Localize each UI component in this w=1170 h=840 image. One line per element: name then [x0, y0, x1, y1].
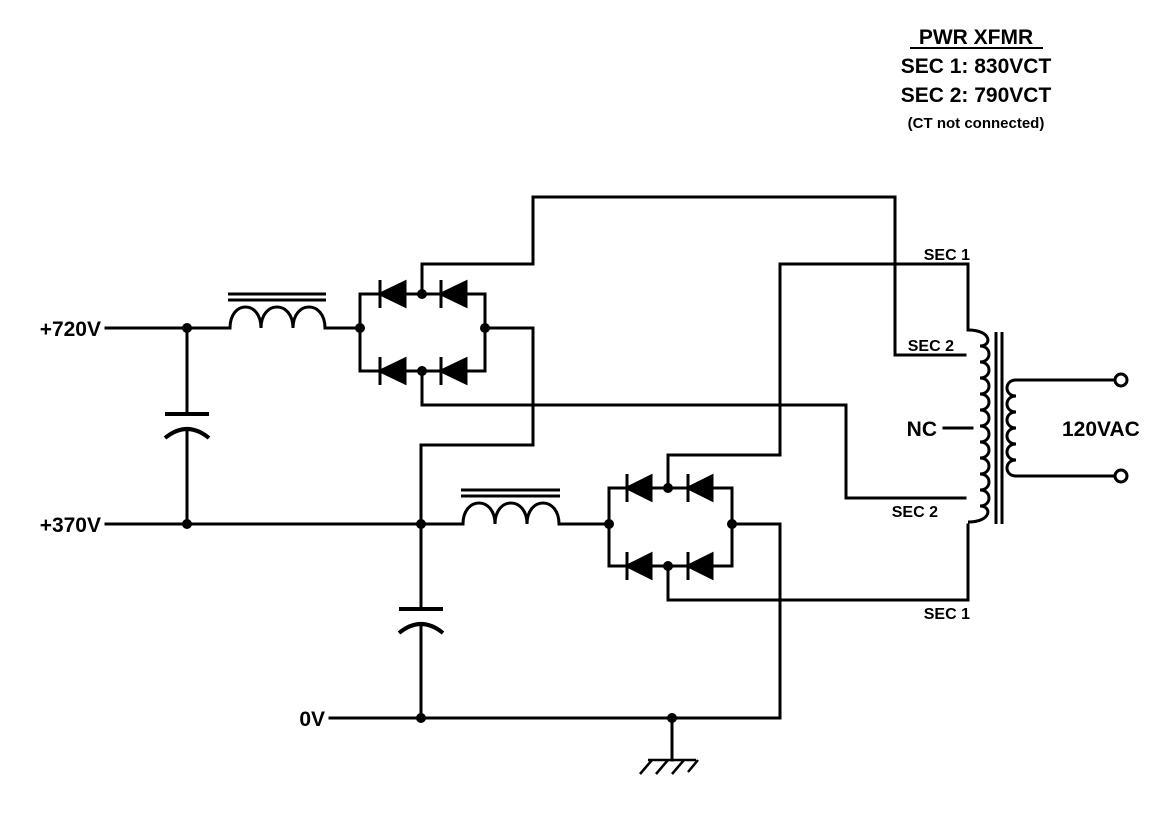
wire-bridge2-neg-to-0v [730, 522, 782, 720]
bridge1-left-rail [358, 292, 382, 373]
node-labels: +720V +370V 0V SEC 1 SEC 2 NC SEC 2 SEC … [40, 247, 1140, 731]
junction-c1-bottom [182, 519, 192, 529]
diode-b2-bottom-right [684, 551, 714, 581]
label-sec2-bottom: SEC 2 [892, 504, 938, 521]
label-370v: +370V [40, 514, 101, 537]
primary-terminal-bottom [1113, 468, 1129, 484]
ground-icon [639, 758, 699, 775]
wire-bridge1-top-to-sec2 [420, 195, 967, 357]
primary-winding [1005, 378, 1017, 478]
wire-bridge1-neg-to-370 [419, 326, 535, 526]
diode-b1-top-left [376, 279, 407, 309]
diode-b1-bottom-left [376, 356, 407, 386]
ct-note: (CT not connected) [908, 115, 1045, 132]
junction-0v-c2 [416, 713, 426, 723]
junction-b1-left [355, 323, 365, 333]
junction-b2-bottom [663, 561, 673, 571]
label-nc: NC [907, 418, 937, 441]
capacitor-2-plate-curved [397, 622, 445, 635]
label-0v: 0V [299, 708, 325, 731]
junction-370-node [416, 519, 426, 529]
bridge1-right-rail [464, 292, 487, 373]
junction-c1-top [182, 323, 192, 333]
capacitor-2 [397, 607, 445, 635]
label-sec1-top: SEC 1 [924, 247, 970, 264]
junction-b2-left [604, 519, 614, 529]
diode-b2-top-left [623, 473, 653, 503]
label-720v: +720V [40, 318, 101, 341]
wiring [104, 195, 1122, 762]
sec1-rating: SEC 1: 830VCT [901, 55, 1052, 78]
junction-dots [182, 289, 737, 723]
secondary-winding [967, 328, 991, 524]
label-sec1-bottom: SEC 1 [924, 606, 970, 623]
junction-b1-top [417, 289, 427, 299]
sec2-rating: SEC 2: 790VCT [901, 84, 1052, 107]
wire-bridge2-bottom-to-sec1 [666, 523, 970, 602]
wire-bridge1-bottom-to-sec2 [420, 369, 967, 500]
choke-2-winding [461, 501, 561, 525]
transformer-title: PWR XFMR [919, 26, 1033, 49]
junction-0v-ground [667, 713, 677, 723]
capacitor-1-plate-curved [163, 427, 211, 440]
diode-b1-top-right [437, 279, 468, 309]
junction-b2-right [727, 519, 737, 529]
bridge-rectifier-2 [623, 473, 714, 581]
label-120vac: 120VAC [1062, 418, 1140, 441]
junction-b1-right [480, 323, 490, 333]
wire-bridge2-top-to-sec1 [666, 262, 970, 490]
capacitor-1 [163, 412, 211, 440]
diode-b2-top-right [684, 473, 714, 503]
junction-b1-bottom [417, 366, 427, 376]
primary-terminal-top [1113, 372, 1129, 388]
choke-1 [228, 292, 327, 329]
junction-b2-top [663, 483, 673, 493]
transformer-spec-block: PWR XFMR SEC 1: 830VCT SEC 2: 790VCT (CT… [901, 26, 1052, 132]
diode-b1-bottom-right [437, 356, 468, 386]
bridge-rectifier-1 [376, 279, 468, 386]
power-transformer [967, 328, 1129, 524]
choke-2 [461, 488, 561, 525]
label-sec2-top: SEC 2 [908, 338, 954, 355]
choke-1-winding [228, 305, 327, 329]
diode-b2-bottom-left [623, 551, 653, 581]
